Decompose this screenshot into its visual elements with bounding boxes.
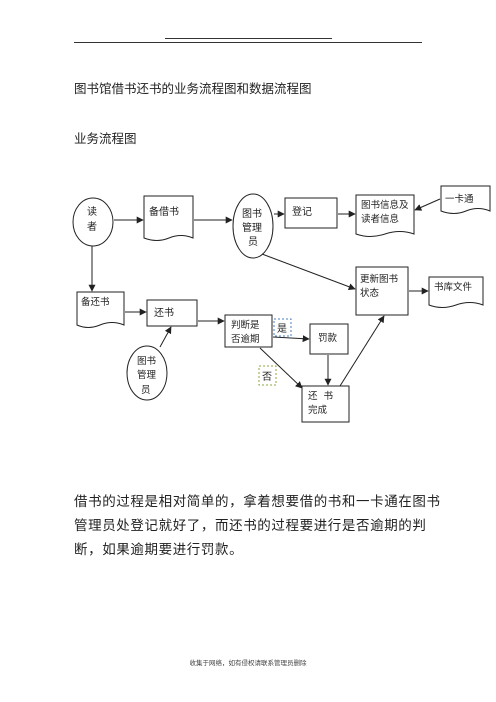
update-status-label-2: 状态 (360, 287, 380, 299)
judge-overdue-box: 判断是 否逾期 (224, 314, 273, 348)
librarian-top-node: 图书 管理 员 (232, 193, 274, 259)
business-flow-diagram: 读 者 备借书 图书 管理 员 登记 图书信息及 读者信息 一卡通 更新图书 状… (72, 185, 491, 423)
reader-label-2: 者 (87, 221, 97, 233)
arrow-librarian-return (159, 326, 172, 348)
no-label-box: 否 (258, 365, 277, 386)
fine-box: 罚款 (309, 323, 349, 355)
judge-label-2: 否逾期 (231, 333, 260, 345)
book-info-doc: 图书信息及 读者信息 (355, 194, 415, 237)
reader-label-1: 读 (87, 205, 97, 218)
return-prep-doc: 备还书 (76, 291, 125, 328)
return-done-label-1: 还 书 (308, 390, 334, 402)
librarian-bottom-label-3: 员 (141, 385, 151, 396)
arrow-done-update (339, 315, 385, 387)
book-info-label-1: 图书信息及 (361, 199, 409, 211)
return-done-label-2: 完成 (308, 404, 328, 416)
section-heading: 业务流程图 (74, 131, 137, 146)
arrow-librarian-update (261, 253, 356, 291)
librarian-bottom-label-1: 图书 (137, 356, 157, 367)
judge-label-1: 判断是 (231, 319, 260, 331)
register-label: 登记 (292, 205, 312, 218)
campus-card-label: 一卡通 (445, 193, 474, 205)
arrow-judge-fine (272, 335, 310, 343)
register-box: 登记 (284, 197, 338, 229)
book-file-doc: 书库文件 (428, 276, 484, 308)
footer-note: 收集于网络，如有侵权请联系管理员删除 (189, 659, 307, 667)
update-status-box: 更新图书 状态 (355, 266, 409, 316)
reader-node: 读 者 (72, 197, 114, 247)
page-title: 图书馆借书还书的业务流程图和数据流程图 (74, 81, 312, 96)
return-book-label: 还书 (154, 307, 174, 319)
librarian-top-label-1: 图书 (242, 208, 262, 220)
return-prep-label: 备还书 (81, 296, 110, 308)
campus-card-doc: 一卡通 (440, 185, 491, 214)
borrow-book-doc: 备借书 (143, 195, 194, 241)
header-rule-long (74, 42, 422, 43)
arrow-judge-done (259, 347, 303, 389)
librarian-bottom-node: 图书 管理 员 (126, 345, 168, 401)
no-label: 否 (262, 371, 272, 383)
librarian-top-label-3: 员 (248, 236, 258, 248)
arrow-card-bookinfo (414, 198, 441, 211)
description-paragraph: 借书的过程是相对简单的，拿着想要借的书和一卡通在图书管理员处登记就好了，而还书的… (74, 494, 441, 558)
header-rule-short (165, 38, 332, 39)
book-info-label-2: 读者信息 (361, 213, 399, 225)
fine-label: 罚款 (318, 332, 338, 344)
return-done-box: 还 书 完成 (301, 385, 350, 423)
librarian-bottom-label-2: 管理 (137, 369, 157, 381)
book-file-label: 书库文件 (434, 281, 473, 293)
yes-label-box: 是 (273, 318, 292, 337)
borrow-book-label: 备借书 (149, 205, 179, 218)
yes-label: 是 (277, 323, 287, 335)
update-status-label-1: 更新图书 (360, 273, 399, 285)
return-book-box: 还书 (146, 299, 198, 327)
librarian-top-label-2: 管理 (242, 221, 262, 234)
